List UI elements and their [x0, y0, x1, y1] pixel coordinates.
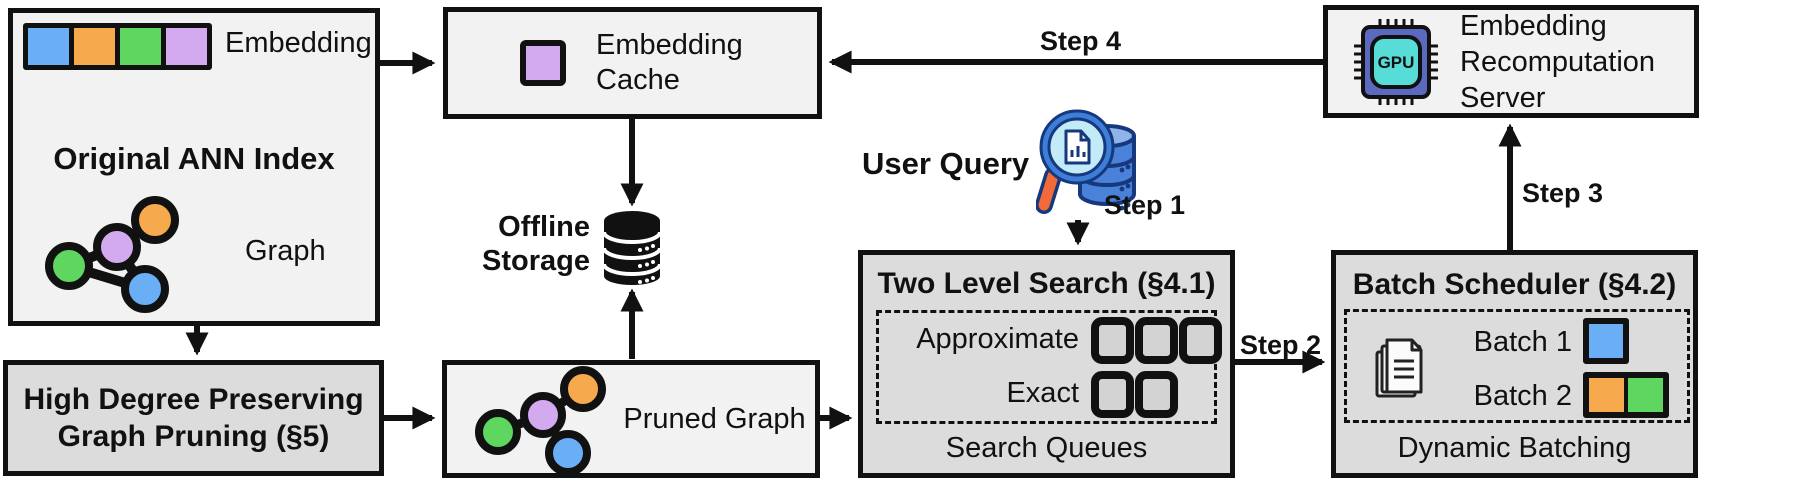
offline-storage-label: Offline Storage: [482, 211, 590, 277]
queue-slot: [1091, 317, 1134, 364]
approximate-label: Approximate: [916, 323, 1079, 355]
queue-slot: [1179, 317, 1222, 364]
batch1-square: [1583, 318, 1629, 364]
embedding-cell-orange: [74, 28, 115, 65]
user-query-label: User Query: [862, 146, 1030, 181]
embedding-cell-purple: [166, 28, 207, 65]
queue-slot: [1135, 371, 1178, 418]
recomputation-server-label: Embedding Recomputation Server: [1460, 9, 1656, 114]
search-queues-label: Search Queues: [945, 432, 1148, 464]
embedding-cell-blue: [28, 28, 69, 65]
graph-label: Graph: [245, 235, 326, 267]
batch2-cell-green: [1628, 378, 1663, 412]
batch2-squares: [1583, 372, 1669, 418]
queue-slot: [1135, 317, 1178, 364]
batch2-cell-orange: [1589, 378, 1624, 412]
queue-slot: [1091, 371, 1134, 418]
pruned-graph-box: Pruned Graph: [442, 360, 820, 478]
original-graph-icon: [45, 196, 179, 313]
offline-storage-database-icon: [602, 211, 662, 285]
search-queues-panel: Approximate Exact: [876, 310, 1222, 424]
embedding-vector-strip: [23, 23, 212, 70]
embedding-cache-label: Embedding Cache: [596, 29, 743, 96]
recomputation-server-box: GPU Embedding Recomputation Server: [1323, 5, 1699, 118]
exact-label: Exact: [1006, 377, 1079, 409]
graph-pruning-title: High Degree Preserving Graph Pruning (§5…: [23, 383, 364, 453]
step3-label: Step 3: [1522, 178, 1604, 208]
approximate-queue-slots: [1091, 317, 1223, 364]
batch2-label: Batch 2: [1473, 380, 1572, 412]
pruned-graph-icon: [475, 366, 606, 473]
dynamic-batching-panel: Batch 1 Batch 2: [1344, 309, 1690, 423]
dynamic-batching-label: Dynamic Batching: [1397, 432, 1632, 464]
step1-label: Step 1: [1104, 190, 1186, 220]
user-query-search-icon: [1036, 109, 1136, 214]
documents-icon: [1375, 338, 1423, 398]
gpu-icon: GPU: [1354, 18, 1438, 105]
embedding-label: Embedding: [225, 27, 372, 59]
batch1-label: Batch 1: [1473, 326, 1572, 358]
embedding-cell-green: [120, 28, 161, 65]
cached-embedding-square: [520, 40, 566, 86]
two-level-search-box: Two Level Search (§4.1) Approximate Exac…: [858, 250, 1235, 478]
batch-scheduler-box: Batch Scheduler (§4.2) Batch 1 Batch 2: [1331, 250, 1698, 478]
two-level-search-title: Two Level Search (§4.1): [877, 267, 1216, 300]
pruned-graph-label: Pruned Graph: [623, 403, 806, 435]
embedding-cache-box: Embedding Cache: [443, 7, 822, 119]
original-ann-index-title: Original ANN Index: [53, 141, 335, 176]
exact-queue-slots: [1091, 371, 1179, 418]
step4-label: Step 4: [1040, 26, 1122, 56]
step2-label: Step 2: [1240, 330, 1322, 360]
gpu-icon-label: GPU: [1378, 53, 1415, 72]
graph-pruning-box: High Degree Preserving Graph Pruning (§5…: [3, 360, 384, 476]
original-ann-index-box: Embedding Original ANN Index Graph: [8, 8, 380, 326]
batch-scheduler-title: Batch Scheduler (§4.2): [1352, 268, 1677, 301]
